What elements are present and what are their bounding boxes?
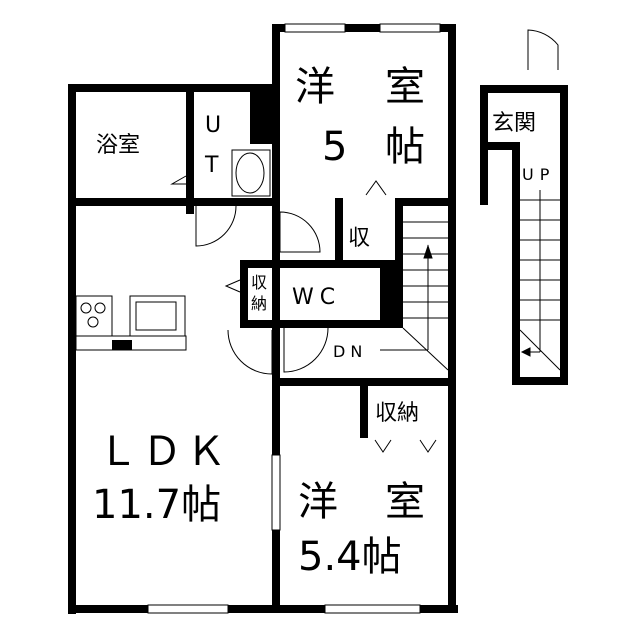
room1-unit: 帖 (385, 124, 425, 170)
stairs-lines (380, 190, 561, 371)
bath-label: 浴室 (96, 133, 140, 158)
up-label: UP (522, 165, 555, 184)
storage-wc-label-b: 納 (251, 294, 267, 313)
dn-label: DN (333, 342, 367, 361)
storage-lower-label: 収納 (375, 401, 419, 426)
room2-name-b: 室 (385, 479, 425, 525)
room-labels: 洋 室 5 帖 浴室 U T 収 収 納 WC DN ＬＤＫ 11.7帖 収納 … (92, 64, 555, 580)
ldk-label: ＬＤＫ (98, 429, 230, 475)
room1-name-b: 室 (385, 64, 425, 110)
entrance-label: 玄関 (492, 111, 536, 136)
room2-name-a: 洋 (298, 479, 338, 525)
ut-label-u: U (205, 113, 221, 138)
walls (68, 24, 568, 614)
room2-size: 5.4帖 (298, 534, 402, 580)
room1-size: 5 (322, 124, 347, 170)
room1-name-a: 洋 (295, 64, 335, 110)
ut-label-t: T (204, 153, 219, 178)
storage-wc-label-a: 収 (251, 273, 267, 292)
fixtures (75, 23, 561, 614)
storage-small-label: 収 (348, 226, 370, 251)
ldk-size: 11.7帖 (92, 482, 221, 528)
wc-label: WC (292, 285, 341, 310)
